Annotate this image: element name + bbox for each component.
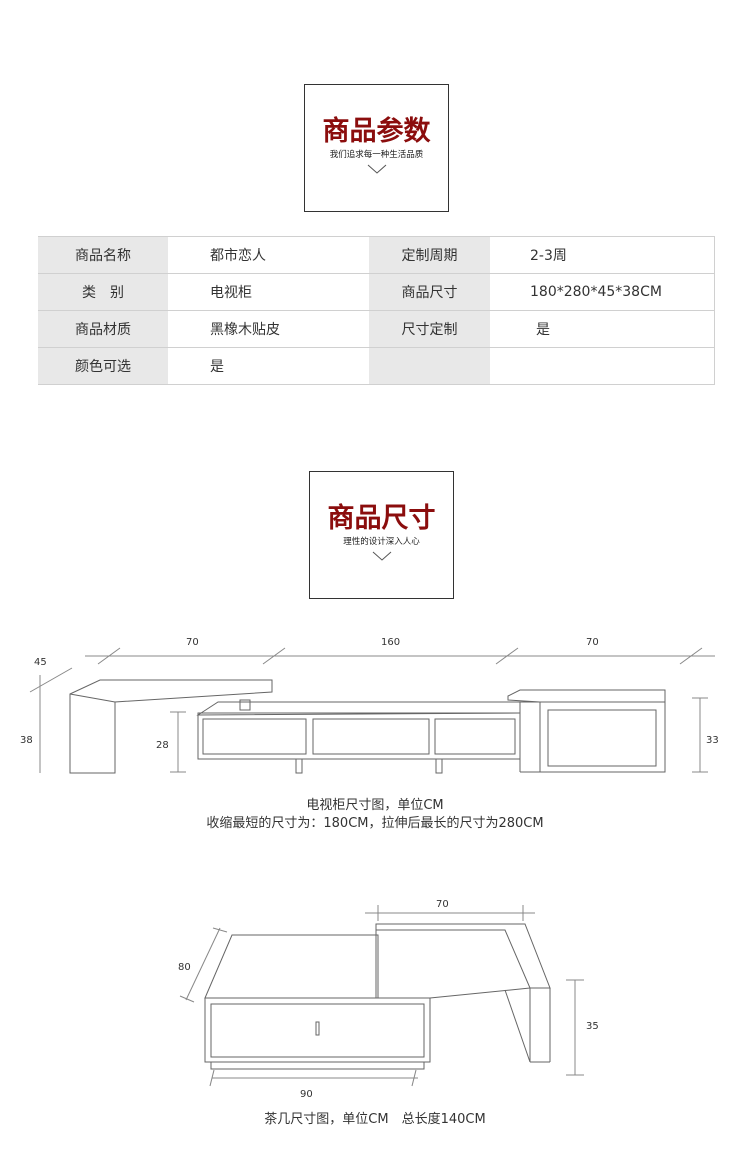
dim-label: 70 xyxy=(586,637,599,648)
dim-label: 70 xyxy=(436,899,449,910)
param-value: 2-3周 xyxy=(490,236,715,274)
param-value: 都市恋人 xyxy=(168,236,369,274)
params-table: 商品名称 都市恋人 定制周期 2-3周 类 别 电视柜 商品尺寸 180*280… xyxy=(38,236,715,385)
dim-label: 33 xyxy=(706,735,719,746)
section-title-text: 商品尺寸 xyxy=(327,503,436,534)
section-title-params: 商品参数 我们追求每一种生活品质 xyxy=(304,84,449,212)
tea-table-caption: 茶几尺寸图，单位CM 总长度140CM xyxy=(264,1112,486,1127)
table-row: 商品材质 黑橡木贴皮 尺寸定制 是 xyxy=(38,310,715,348)
param-key: 定制周期 xyxy=(369,236,490,274)
section-title-text: 商品参数 xyxy=(322,116,431,147)
param-key xyxy=(369,347,490,385)
dim-label: 28 xyxy=(156,740,169,751)
dim-label: 35 xyxy=(586,1021,599,1032)
param-key: 商品尺寸 xyxy=(369,273,490,311)
chevron-down-icon xyxy=(372,551,391,561)
table-row: 类 别 电视柜 商品尺寸 180*280*45*38CM xyxy=(38,273,715,311)
section-subtitle-text: 理性的设计深入人心 xyxy=(343,537,420,547)
dim-label: 38 xyxy=(20,735,33,746)
table-row: 颜色可选 是 xyxy=(38,347,715,385)
param-value: 是 xyxy=(490,310,715,348)
tv-cabinet-caption-2: 收缩最短的尺寸为：180CM，拉伸后最长的尺寸为280CM xyxy=(206,816,544,831)
param-key: 类 别 xyxy=(38,273,168,311)
param-key: 商品材质 xyxy=(38,310,168,348)
dim-label: 90 xyxy=(300,1089,313,1100)
section-subtitle-text: 我们追求每一种生活品质 xyxy=(329,150,424,160)
section-title-size: 商品尺寸 理性的设计深入人心 xyxy=(309,471,454,599)
param-key: 商品名称 xyxy=(38,236,168,274)
param-value xyxy=(490,347,715,385)
table-row: 商品名称 都市恋人 定制周期 2-3周 xyxy=(38,236,715,274)
dim-label: 70 xyxy=(186,637,199,648)
tv-cabinet-drawing: 70 160 70 45 38 28 33 xyxy=(20,637,719,774)
chevron-down-icon xyxy=(367,164,386,174)
param-key: 颜色可选 xyxy=(38,347,168,385)
tv-cabinet-caption-1: 电视柜尺寸图，单位CM xyxy=(306,798,444,813)
tea-table-drawing: 70 80 35 90 xyxy=(178,899,599,1100)
param-value: 是 xyxy=(168,347,369,385)
param-value: 电视柜 xyxy=(168,273,369,311)
param-key: 尺寸定制 xyxy=(369,310,490,348)
param-value: 180*280*45*38CM xyxy=(490,273,715,311)
param-value: 黑橡木贴皮 xyxy=(168,310,369,348)
dim-label: 80 xyxy=(178,962,191,973)
dim-label: 160 xyxy=(381,637,400,648)
dim-label: 45 xyxy=(34,657,47,668)
